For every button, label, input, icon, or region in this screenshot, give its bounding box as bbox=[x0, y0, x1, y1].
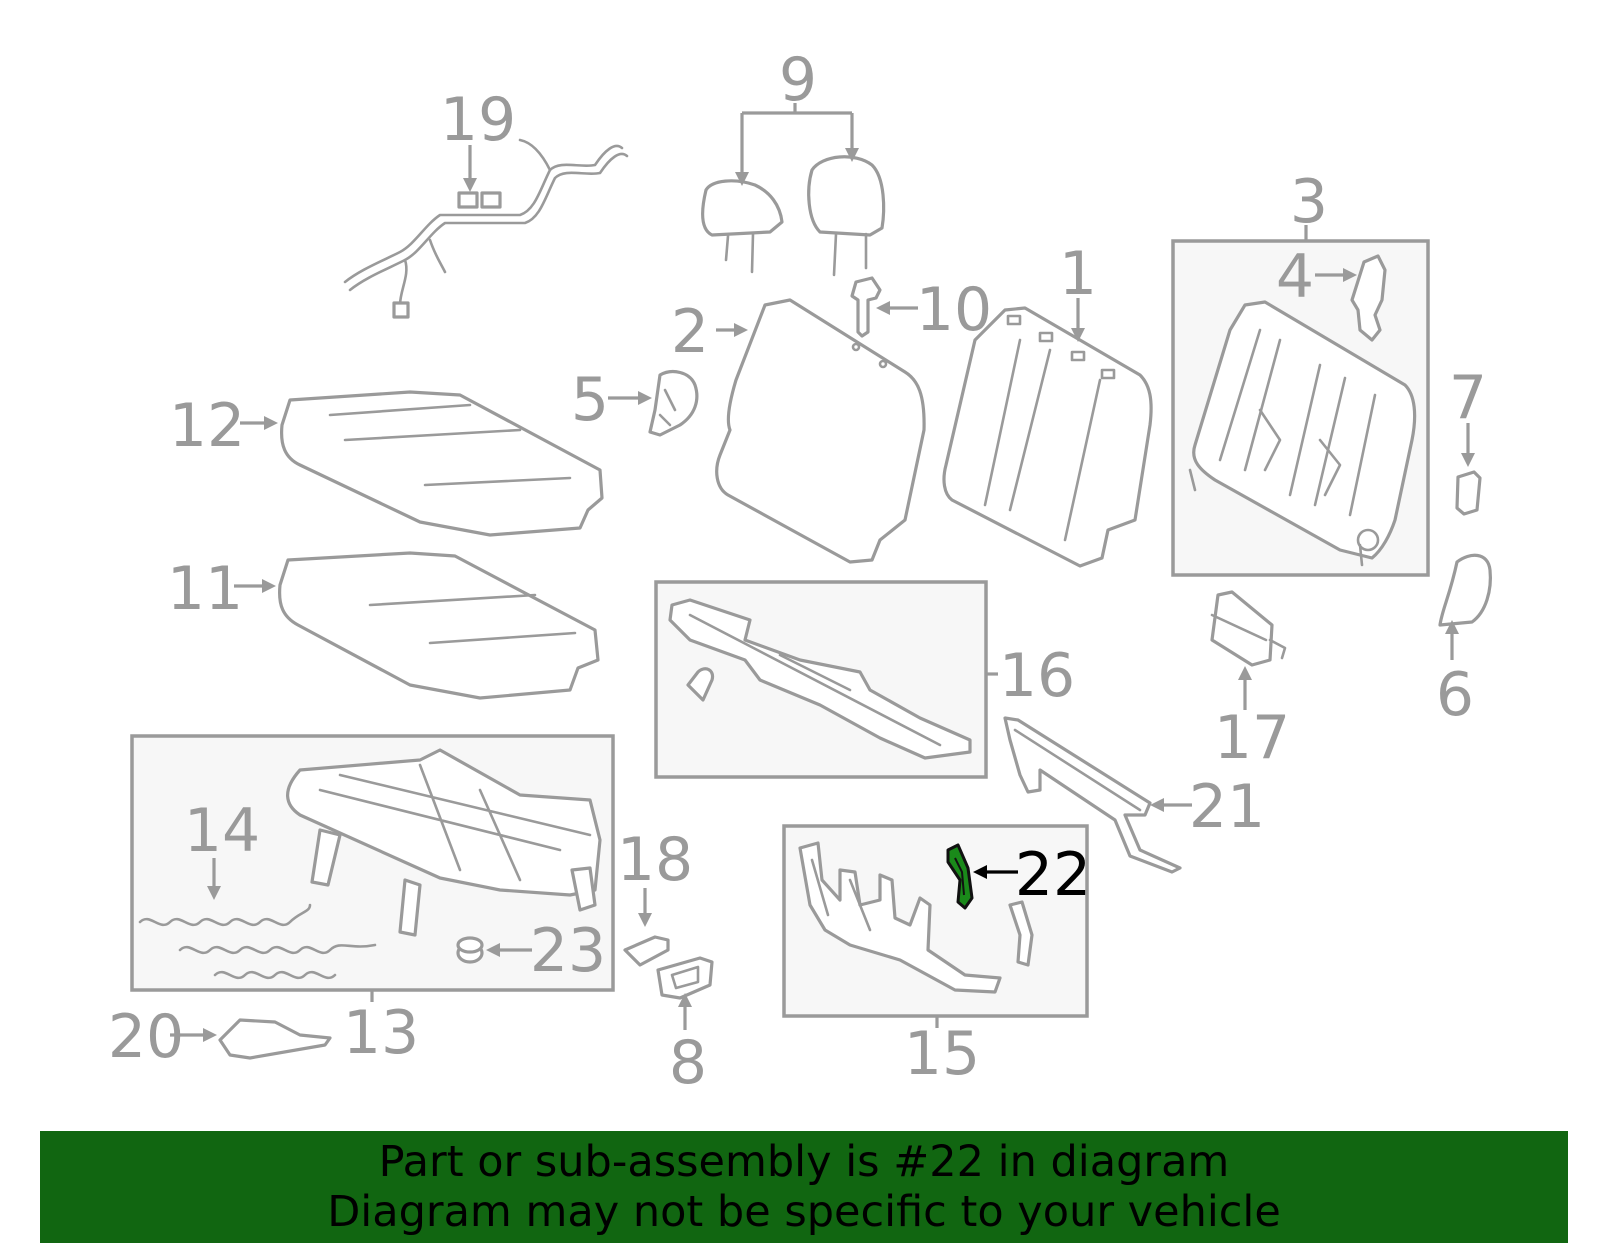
part-15-bracket-assy bbox=[798, 841, 1034, 994]
part-18-clip bbox=[623, 935, 670, 967]
callout-19: 19 bbox=[440, 85, 516, 155]
part-7-cover bbox=[1455, 470, 1482, 516]
callout-8: 8 bbox=[669, 1028, 707, 1098]
leaders bbox=[170, 103, 1475, 1042]
callout-18: 18 bbox=[617, 825, 693, 895]
part-11-cushion-pad bbox=[277, 551, 600, 700]
part-9-headrests bbox=[701, 155, 886, 277]
callout-16: 16 bbox=[999, 641, 1075, 711]
callout-5: 5 bbox=[571, 365, 609, 435]
part-13-cushion-frame bbox=[286, 748, 602, 937]
part-14-springs bbox=[138, 903, 377, 980]
callout-20: 20 bbox=[108, 1002, 184, 1072]
part-1-seatback-pad bbox=[942, 306, 1153, 568]
info-banner: Part or sub-assembly is #22 in diagram D… bbox=[40, 1131, 1568, 1243]
callout-22: 22 bbox=[1015, 840, 1091, 910]
callout-14: 14 bbox=[184, 796, 260, 866]
part-4-latch bbox=[1350, 254, 1387, 342]
callout-2: 2 bbox=[671, 297, 709, 367]
banner-line-1: Part or sub-assembly is #22 in diagram bbox=[378, 1137, 1230, 1187]
callout-17: 17 bbox=[1214, 703, 1290, 773]
part-10-guide bbox=[850, 276, 882, 338]
part-3-seatback-frame bbox=[1188, 300, 1417, 567]
part-22-highlighted-bracket bbox=[946, 843, 974, 910]
callout-13: 13 bbox=[343, 998, 419, 1068]
part-23-stopper bbox=[456, 936, 484, 964]
part-12-cushion-cover bbox=[279, 390, 604, 537]
callout-1: 1 bbox=[1059, 239, 1097, 309]
callout-9: 9 bbox=[779, 45, 817, 115]
callout-12: 12 bbox=[169, 391, 245, 461]
part-2-seatback-cover bbox=[715, 298, 926, 564]
callout-23: 23 bbox=[530, 916, 606, 986]
part-8-bezel bbox=[656, 956, 714, 1000]
callout-15: 15 bbox=[904, 1019, 980, 1089]
callout-labels: 1 2 3 4 5 6 7 8 9 10 11 12 13 14 15 16 1… bbox=[108, 45, 1487, 1098]
part-17-module bbox=[1210, 590, 1287, 667]
callout-21: 21 bbox=[1189, 772, 1265, 842]
callout-11: 11 bbox=[167, 554, 243, 624]
banner-line-2: Diagram may not be specific to your vehi… bbox=[327, 1187, 1281, 1237]
callout-10: 10 bbox=[916, 275, 992, 345]
part-20-cover bbox=[218, 1018, 332, 1060]
part-19-wire-harness bbox=[343, 138, 629, 319]
callout-3: 3 bbox=[1290, 167, 1328, 237]
part-5-cover bbox=[648, 370, 699, 437]
callout-4: 4 bbox=[1276, 242, 1314, 312]
part-16-bracket bbox=[668, 598, 972, 760]
part-6-cover bbox=[1438, 553, 1492, 627]
part-21-bracket bbox=[1003, 716, 1182, 874]
callout-6: 6 bbox=[1436, 660, 1474, 730]
callout-7: 7 bbox=[1449, 363, 1487, 433]
